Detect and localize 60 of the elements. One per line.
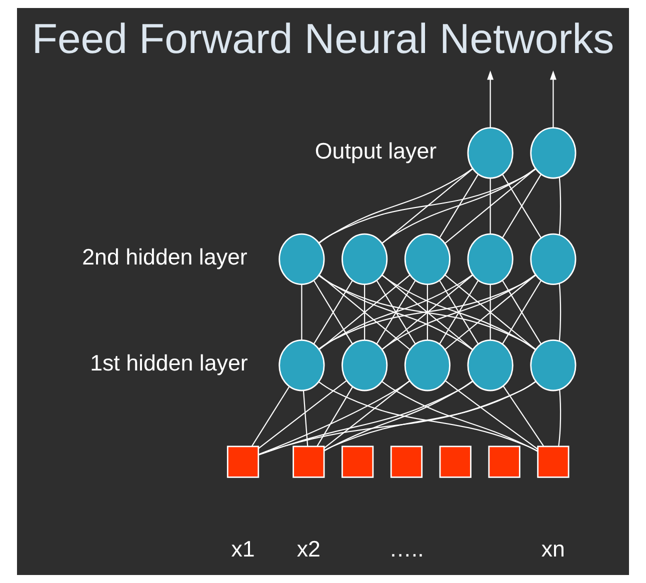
- node-circle: [278, 233, 325, 286]
- label: 2nd hidden layer: [82, 244, 248, 270]
- node-circle: [467, 127, 514, 179]
- arrow: [550, 70, 556, 128]
- connector: [302, 390, 308, 446]
- connector: [319, 168, 473, 244]
- connector: [502, 386, 544, 446]
- diagram-title: Feed Forward Neural Networks: [32, 14, 614, 62]
- node-circle: [404, 340, 450, 392]
- connector: [382, 168, 536, 244]
- connector: [558, 177, 562, 235]
- connector: [258, 380, 473, 456]
- connector: [490, 178, 491, 234]
- connector: [364, 284, 366, 340]
- node-circle: [404, 233, 450, 286]
- connector: [439, 174, 479, 238]
- label: …..: [389, 536, 424, 562]
- connector: [324, 380, 473, 452]
- node-box: [292, 446, 325, 478]
- connector: [258, 380, 347, 449]
- connector: [258, 381, 536, 456]
- connector: [324, 380, 410, 449]
- connector: [444, 168, 536, 244]
- node-circle: [467, 340, 514, 392]
- label: 1st hidden layer: [90, 350, 248, 376]
- connector: [502, 174, 542, 238]
- node-circle: [530, 127, 576, 179]
- connector: [301, 284, 302, 340]
- connector: [445, 380, 538, 450]
- node-box: [488, 446, 520, 478]
- node-circle: [342, 340, 388, 392]
- connector: [558, 390, 562, 446]
- connector: [382, 381, 538, 452]
- connector: [313, 280, 353, 344]
- connector: [252, 386, 290, 446]
- label: xn: [541, 536, 566, 562]
- connector: [318, 168, 536, 243]
- connector: [502, 280, 542, 344]
- arrow: [487, 70, 494, 128]
- node-circle: [278, 340, 325, 392]
- connector: [382, 168, 474, 244]
- node-circle: [467, 233, 514, 286]
- node-box: [226, 446, 260, 478]
- node-box: [342, 446, 374, 478]
- node-circle: [342, 233, 388, 286]
- node-box: [390, 446, 423, 478]
- label: x1: [231, 536, 255, 562]
- connector: [558, 283, 562, 342]
- connector: [490, 284, 491, 340]
- node-circle: [530, 233, 576, 286]
- node-box: [439, 446, 472, 478]
- connector: [316, 386, 353, 446]
- label: x2: [296, 536, 320, 562]
- connector: [376, 280, 416, 344]
- node-box: [537, 446, 570, 478]
- connector: [258, 380, 410, 455]
- node-circle: [530, 340, 576, 392]
- label: Output layer: [314, 138, 437, 164]
- connector: [426, 284, 428, 340]
- connector: [439, 280, 479, 344]
